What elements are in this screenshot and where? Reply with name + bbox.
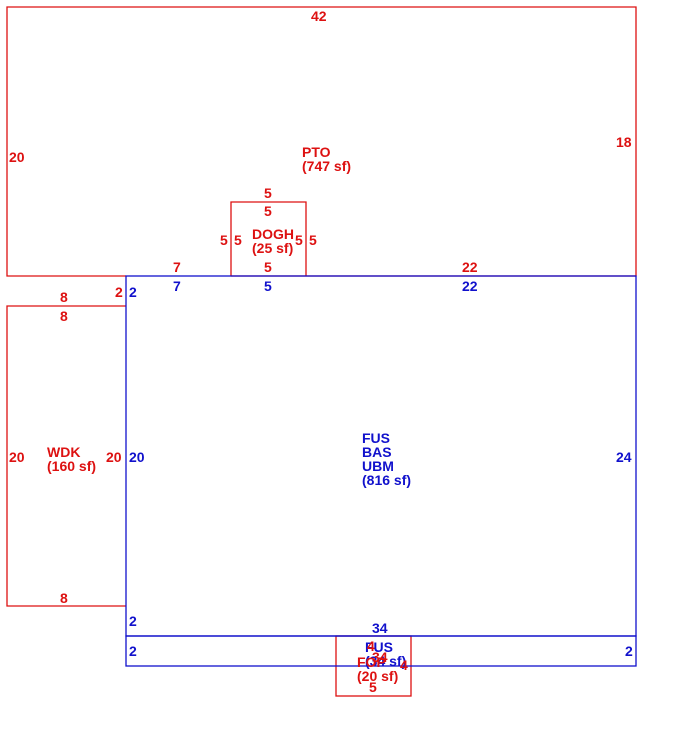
- wdk-left-dimension: 20: [9, 449, 25, 465]
- bay-top-dimension: 34: [372, 620, 388, 636]
- wdk-top-outer-dimension: 8: [60, 289, 68, 305]
- dogh-right-inner-dimension: 5: [295, 232, 303, 248]
- wdk-top-inner-dimension: 8: [60, 308, 68, 324]
- dogh-outline: [230, 201, 307, 276]
- fop-bottom-dimension: 5: [369, 679, 377, 695]
- wdk-code-label: WDK: [47, 444, 80, 460]
- dogh-code-label: DOGH: [252, 226, 294, 242]
- main-top-left-dimension: 7: [173, 278, 181, 294]
- bay-right-dimension: 2: [625, 643, 633, 659]
- dogh-top-inner-dimension: 5: [264, 203, 272, 219]
- pto-top-dimension: 42: [311, 8, 327, 24]
- bay-area-label: (34 sf): [365, 653, 406, 669]
- pto-code-label: PTO: [302, 144, 331, 160]
- pto-step-dimension: 2: [115, 284, 123, 300]
- fop-side-dimension: 4: [400, 657, 408, 673]
- dogh-area-label: (25 sf): [252, 240, 293, 256]
- main-right-dimension: 24: [616, 449, 632, 465]
- bay-code-label: FUS: [365, 639, 393, 655]
- pto-bottom-left-dimension: 7: [173, 259, 181, 275]
- main-left-dimension: 20: [129, 449, 145, 465]
- wdk-area-label: (160 sf): [47, 458, 96, 474]
- wdk-bottom-dimension: 8: [60, 590, 68, 606]
- main-code-2-label: BAS: [362, 444, 392, 460]
- wdk-outline: [6, 305, 126, 607]
- wdk-right-dimension: 20: [106, 449, 122, 465]
- dogh-top-outer-dimension: 5: [264, 185, 272, 201]
- pto-area-label: (747 sf): [302, 158, 351, 174]
- main-step-top-dimension: 2: [129, 284, 137, 300]
- fop-code-label: FOP: [357, 654, 386, 670]
- pto-bottom-right-dimension: 22: [462, 259, 478, 275]
- main-area-label: (816 sf): [362, 472, 411, 488]
- bay-left-dimension: 2: [129, 643, 137, 659]
- blue-outlines: [125, 275, 637, 667]
- main-code-3-label: UBM: [362, 458, 394, 474]
- fop-mid-dimension: 34: [372, 649, 388, 665]
- main-top-mid-dimension: 5: [264, 278, 272, 294]
- fop-top-dimension: 4: [367, 638, 375, 654]
- dogh-right-outer-dimension: 5: [309, 232, 317, 248]
- dogh-bottom-dimension: 5: [264, 259, 272, 275]
- pto-right-dimension: 18: [616, 134, 632, 150]
- main-step-bottom-dimension: 2: [129, 613, 137, 629]
- main-top-right-dimension: 22: [462, 278, 478, 294]
- fop-area-label: (20 sf): [357, 668, 398, 684]
- main-code-1-label: FUS: [362, 430, 390, 446]
- dogh-left-outer-dimension: 5: [220, 232, 228, 248]
- dogh-left-inner-dimension: 5: [234, 232, 242, 248]
- pto-left-dimension: 20: [9, 149, 25, 165]
- bay-outline: [125, 635, 637, 667]
